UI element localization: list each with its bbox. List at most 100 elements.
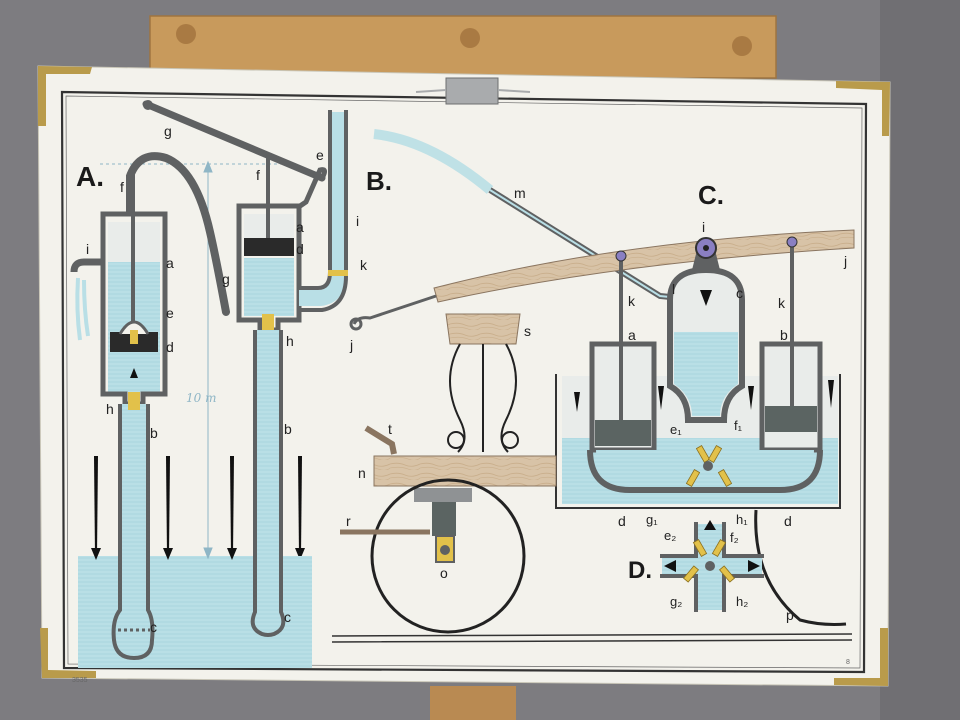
label-a-a: a	[166, 255, 174, 271]
section-label-c: C.	[698, 180, 724, 210]
pump-b-piston-rod	[266, 154, 270, 238]
ground-line	[331, 633, 853, 643]
lever-beam	[433, 229, 855, 303]
easel-peg-middle	[460, 28, 480, 48]
pump-a-piston-rod	[131, 172, 135, 322]
pump-a-handle	[126, 152, 230, 316]
label-c-k-left: k	[628, 293, 636, 309]
wheel	[370, 478, 526, 634]
label-c-g1: g₁	[646, 512, 658, 527]
label-a-d: d	[166, 339, 174, 355]
valve-hub-c	[703, 461, 713, 471]
pump-b-suction-pipe-water	[257, 330, 279, 630]
label-a-c: c	[150, 619, 157, 635]
label-a-e: e	[166, 305, 174, 321]
corner-mark: 8	[846, 659, 850, 666]
label-b-e: e	[316, 147, 324, 163]
tank-arrows	[574, 290, 834, 412]
valve-cluster-c	[685, 445, 733, 487]
label-c-m: m	[514, 185, 526, 201]
label-b-k: k	[360, 257, 368, 273]
label-b-a: a	[296, 219, 304, 235]
label-c-b: b	[780, 327, 788, 343]
pump-b	[142, 100, 348, 637]
easel-peg-left	[176, 24, 196, 44]
pump-a-piston-valve	[130, 330, 138, 344]
label-b-h: h	[286, 333, 294, 349]
label-a-f: f	[120, 179, 124, 195]
pump-b-lever-end	[143, 100, 153, 110]
pump-b-lever-support	[298, 167, 328, 209]
label-c-i: i	[702, 219, 705, 235]
pump-a-piston-valve-dome	[118, 320, 150, 335]
pump-a-suction-pipe-water	[122, 404, 146, 654]
cylinder-a-rod	[619, 258, 623, 420]
hanging-clip	[445, 77, 499, 105]
label-c-e1: e₁	[670, 422, 682, 437]
label-b-i: i	[356, 213, 359, 229]
cylinder-b-piston	[765, 406, 817, 432]
label-d-g2: g₂	[670, 594, 682, 609]
axle-mount	[414, 488, 472, 502]
label-c-c: c	[736, 285, 743, 301]
corner-brass-tl	[38, 66, 92, 126]
pump-b-delivery-pipe-water	[299, 112, 346, 306]
cylinder-b-rod	[790, 244, 794, 406]
valve-chest	[587, 449, 823, 493]
corner-brass-tr	[836, 81, 890, 136]
label-b-g: g	[164, 123, 172, 139]
label-a-b: b	[150, 425, 158, 441]
label-c-s: s	[524, 323, 531, 339]
valve-diagram-d	[660, 520, 764, 612]
label-c-k-right: k	[778, 295, 786, 311]
brake-lever	[364, 425, 397, 455]
axle-block	[432, 502, 456, 536]
pump-a-spout	[70, 258, 103, 273]
engine-tank	[555, 374, 841, 509]
axle-hub	[440, 545, 450, 555]
label-b-b: b	[284, 421, 292, 437]
pump-b-piston	[244, 238, 294, 256]
chart-inner-border-thin	[65, 95, 863, 669]
easel-leg	[430, 686, 516, 720]
valve-d-walls	[660, 522, 764, 612]
pump-a-foot-valve	[128, 392, 140, 410]
label-c-f1: f₁	[734, 418, 743, 433]
section-label-d: D.	[628, 557, 652, 584]
pump-a-flow-arrow	[130, 368, 138, 378]
rear-wheel	[754, 509, 847, 626]
pump-b-cylinder-water	[244, 258, 294, 316]
pump-a-outflow	[75, 277, 90, 341]
cylinder-a-rod-joint	[615, 250, 627, 262]
pump-b-check-valve	[328, 270, 348, 276]
label-a-i: i	[86, 241, 89, 257]
pump-b-foot-valve	[262, 314, 274, 330]
label-c-a: a	[628, 327, 636, 343]
wall-shadow-band	[880, 0, 960, 720]
pump-b-suction-pipe	[250, 330, 286, 637]
cylinder-b-rod-joint	[786, 236, 798, 248]
easel-peg-right	[732, 36, 752, 56]
label-c-j-left: j	[349, 337, 353, 353]
label-c-h1: h₁	[736, 512, 748, 527]
label-c-j-right: j	[843, 253, 847, 269]
label-b-f: f	[256, 167, 260, 183]
pump-a	[70, 152, 230, 661]
seat	[445, 313, 521, 345]
corner-brass-bl	[40, 628, 96, 678]
height-scale-label: 10 m	[186, 391, 216, 405]
pressure-arrows-a	[91, 456, 305, 560]
label-c-t: t	[388, 421, 392, 437]
scroll-right	[501, 431, 519, 449]
label-d-f2: f₂	[730, 530, 739, 545]
hose-jet	[373, 129, 494, 194]
label-c-d-right: d	[784, 513, 792, 529]
catalog-number: 3535	[72, 677, 88, 684]
label-a-g: g	[222, 271, 230, 287]
label-a-h: h	[106, 401, 114, 417]
label-c-r: r	[346, 513, 351, 529]
label-d-h2: h₂	[736, 594, 748, 609]
label-c-l: l	[672, 281, 675, 297]
label-c-d-left: d	[618, 513, 626, 529]
